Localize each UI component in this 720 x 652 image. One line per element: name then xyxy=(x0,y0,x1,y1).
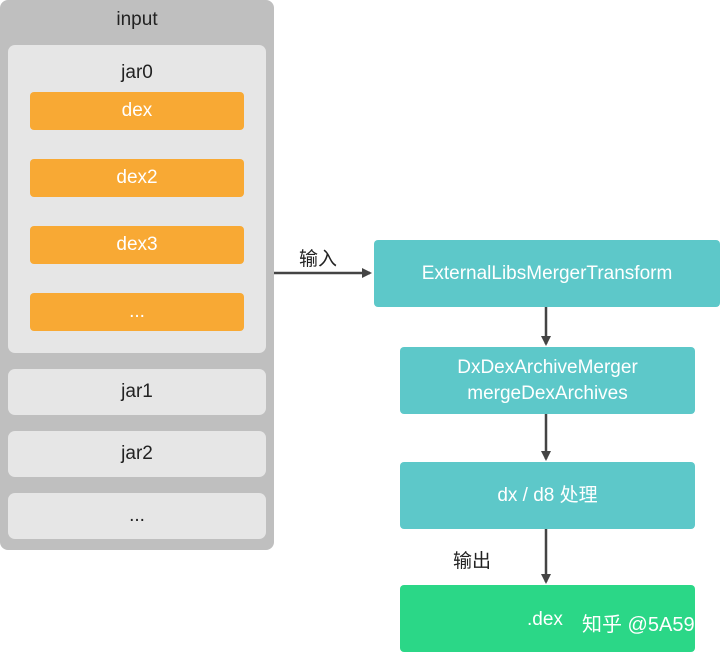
output-label: .dex xyxy=(527,609,563,630)
merger-label-line1: DxDexArchiveMerger xyxy=(457,356,638,378)
process-label: dx / d8 处理 xyxy=(497,484,598,506)
dex-box-1: dex xyxy=(30,92,244,130)
jar2-box: jar2 xyxy=(8,431,266,477)
process-box: dx / d8 处理 xyxy=(400,462,695,529)
merger-box: DxDexArchiveMerger mergeDexArchives xyxy=(400,347,695,414)
output-arrow-label: 输出 xyxy=(453,551,492,572)
input-title: input xyxy=(116,9,158,30)
merger-label-line2: mergeDexArchives xyxy=(467,382,628,404)
jar0-label: jar0 xyxy=(121,62,153,83)
watermark: 知乎 @5A59 xyxy=(582,614,695,636)
dex-box-more: ... xyxy=(30,293,244,331)
dex-box-3: dex3 xyxy=(30,226,244,264)
jar1-box: jar1 xyxy=(8,369,266,415)
dex-box-2: dex2 xyxy=(30,159,244,197)
transform-box: ExternalLibsMergerTransform xyxy=(374,240,720,307)
output-box xyxy=(400,585,695,652)
jar-more-box: ... xyxy=(8,493,266,539)
transform-label: ExternalLibsMergerTransform xyxy=(421,262,673,284)
input-arrow-label: 输入 xyxy=(299,249,338,270)
